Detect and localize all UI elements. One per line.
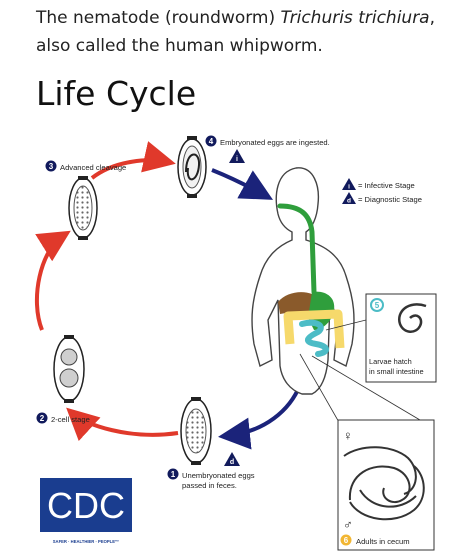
egg-step-1	[180, 397, 212, 465]
human-body	[251, 167, 355, 395]
step-2-number: 2	[40, 414, 45, 423]
section-heading: Life Cycle	[36, 74, 197, 113]
egg-step-4	[177, 136, 207, 198]
step-6-label: Adults in cecum	[356, 537, 410, 546]
step-1-label-line1: Unembryonated eggs	[182, 471, 255, 480]
egg-step-3	[68, 176, 98, 240]
step-1-number: 1	[171, 470, 176, 479]
step-1-label-line2: passed in feces.	[182, 481, 237, 490]
step-5-label-line2: in small intestine	[369, 367, 424, 376]
female-symbol: ♀	[343, 428, 353, 443]
cdc-logo-tagline: SAFER · HEALTHIER · PEOPLE™	[53, 539, 119, 544]
step-2: 2 2-cell stage	[36, 412, 90, 424]
cdc-logo: CDC SAFER · HEALTHIER · PEOPLE™	[40, 478, 132, 544]
species-name: Trichuris trichiura	[280, 8, 430, 28]
step-4-badge-letter: i	[236, 156, 238, 163]
step-1-badge-letter: d	[230, 459, 234, 466]
leader-line-step-6	[299, 353, 341, 425]
step-4-number: 4	[209, 137, 214, 146]
step-3-number: 3	[49, 162, 54, 171]
egg-step-2	[53, 335, 85, 403]
life-cycle-diagram: ♀ ♂ 4 Embryonated eggs are ingested. i 3…	[34, 135, 437, 551]
intro-prefix: The nematode (roundworm)	[36, 8, 281, 28]
step-6: 6 Adults in cecum	[340, 534, 410, 546]
liver	[278, 292, 312, 314]
leader-line-step-5	[325, 319, 367, 331]
arrow-excretion	[218, 384, 302, 450]
arrow-3-to-4	[90, 141, 176, 180]
legend-infective-text: = Infective Stage	[358, 181, 415, 190]
adult-worms-icon	[343, 446, 425, 521]
arrow-1-to-2	[66, 407, 179, 442]
diagnostic-stage-badge	[224, 452, 240, 466]
step-5-number: 5	[375, 301, 380, 310]
cdc-logo-letters: CDC	[47, 485, 125, 526]
inset-box-step-6	[337, 419, 435, 551]
step-5-label-line1: Larvae hatch	[369, 357, 412, 366]
arrow-2-to-3	[34, 230, 71, 331]
legend-infective-symbol: i	[348, 184, 350, 191]
legend: i = Infective Stage d = Diagnostic Stage	[342, 178, 422, 205]
small-intestine	[299, 319, 329, 357]
arrow-ingestion	[211, 168, 273, 200]
male-symbol: ♂	[343, 517, 353, 532]
step-2-label: 2-cell stage	[51, 415, 90, 424]
legend-diagnostic-text: = Diagnostic Stage	[358, 195, 422, 204]
step-3-label: Advanced cleavage	[60, 163, 126, 172]
leader-line-step-6-b	[311, 355, 421, 421]
legend-diagnostic: d = Diagnostic Stage	[342, 192, 422, 205]
legend-infective: i = Infective Stage	[342, 178, 415, 191]
larva-icon	[397, 303, 427, 333]
legend-diagnostic-symbol: d	[347, 198, 351, 205]
step-5: 5 Larvae hatch in small intestine	[369, 298, 424, 376]
infective-stage-badge	[229, 149, 245, 163]
step-1: 1 Unembryonated eggs passed in feces. d	[167, 452, 255, 490]
intro-suffix: , also called the human whipworm.	[36, 8, 436, 56]
step-4: 4 Embryonated eggs are ingested. i	[205, 135, 330, 163]
step-6-number: 6	[344, 536, 349, 545]
step-4-label: Embryonated eggs are ingested.	[220, 138, 330, 147]
large-intestine	[283, 309, 345, 349]
step-3: 3 Advanced cleavage	[45, 160, 126, 172]
intro-text: The nematode (roundworm) Trichuris trich…	[36, 4, 466, 60]
